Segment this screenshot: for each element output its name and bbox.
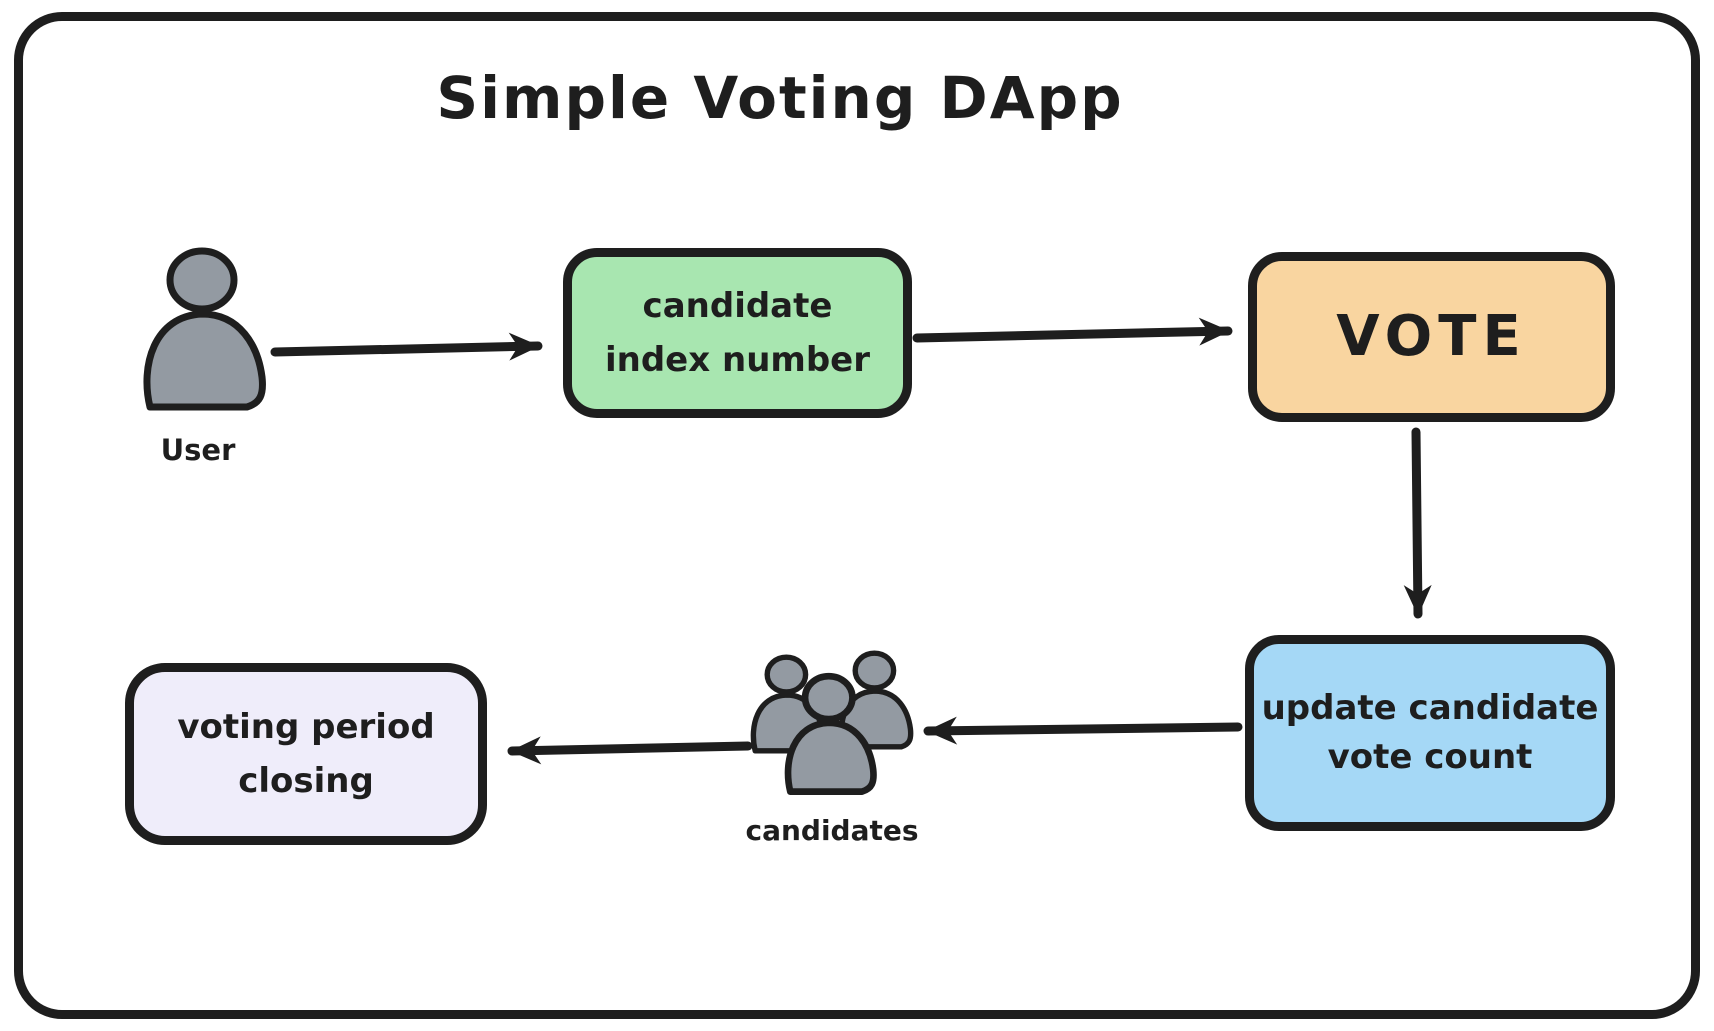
user-label: User	[160, 433, 236, 467]
people-group-icon	[742, 645, 922, 805]
voting-period-line2: closing	[238, 761, 374, 801]
arrow-update-count-to-candidates	[923, 716, 1243, 745]
arrow-candidate-index-to-vote	[912, 317, 1233, 346]
candidate-index-line1: candidate	[642, 285, 833, 326]
arrow-vote-to-update-count	[1403, 427, 1432, 619]
candidates-label: candidates	[745, 814, 919, 847]
vote-box: VOTE	[1248, 252, 1615, 422]
update-vote-count-box: update candidate vote count	[1245, 635, 1615, 831]
vote-label: VOTE	[1336, 304, 1527, 369]
candidate-index-line2: index number	[604, 340, 871, 380]
update-count-line1: update candidate	[1261, 687, 1599, 728]
voting-period-line1: voting period	[177, 706, 435, 747]
voting-period-closing-box: voting period closing	[125, 663, 487, 845]
diagram-title: Simple Voting DApp	[436, 64, 1124, 132]
update-count-line2: vote count	[1327, 737, 1533, 777]
person-icon	[128, 244, 268, 416]
candidate-index-box: candidate index number	[563, 248, 912, 418]
arrow-candidates-to-voting-period	[507, 736, 753, 765]
diagram-border-frame	[14, 12, 1700, 1019]
arrow-user-to-candidate-index	[270, 332, 543, 361]
